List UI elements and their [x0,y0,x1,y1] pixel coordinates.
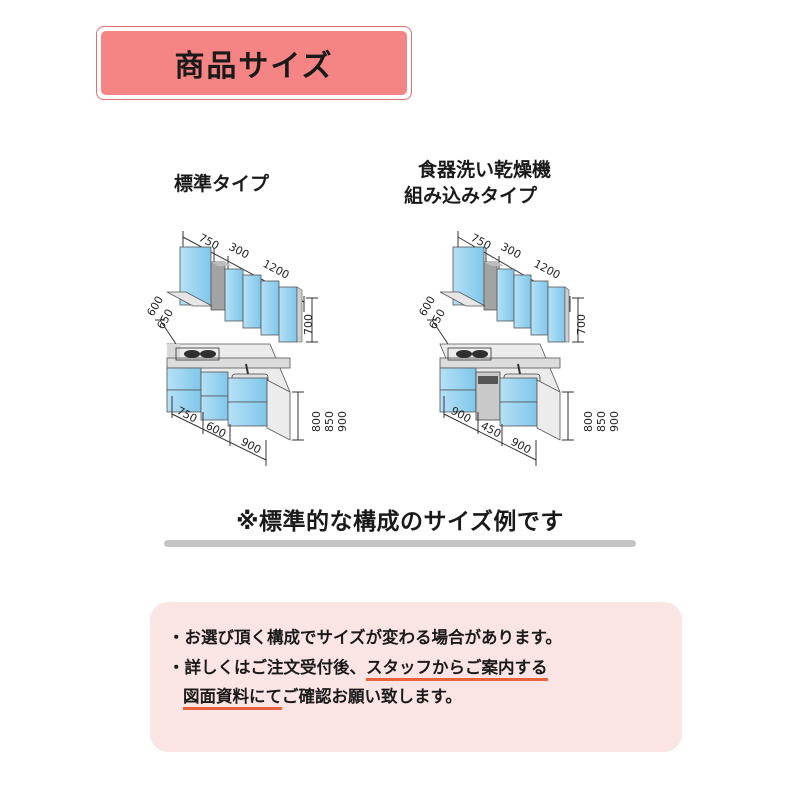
dw-base-height-1: 800 [582,411,595,432]
dw-upper-height: 700 [575,314,588,335]
dw-base-width-3: 900 [509,435,534,456]
std-upper-height: 700 [302,314,315,335]
info-line-1: ・お選び頂く構成でサイズが変わる場合があります。 [168,627,562,649]
std-upper-width-3: 1200 [261,257,292,282]
dw-upper-width-2: 300 [499,240,524,261]
info-line-3: 図面資料にてご確認お願い致します。 [183,686,462,710]
dw-base-height-3: 900 [608,411,621,432]
dishwasher-kitchen-diagram: 750 300 1200 700 600 650 900 450 900 800… [416,231,621,466]
dishwasher-type-label-line1: 食器洗い乾燥機 [418,159,552,181]
dw-upper-width-3: 1200 [532,257,563,282]
standard-kitchen-diagram: 750 300 1200 700 600 650 750 600 900 800… [144,231,349,466]
info-line-2: ・詳しくはご注文受付後、スタッフからご案内する [168,657,548,681]
std-base-width-3: 900 [239,435,264,456]
bullet: ・ [168,628,185,647]
info-text-3: ご確認お願い致します。 [282,687,462,706]
title-box: 商品サイズ [96,26,412,100]
standard-upper-cabinets [166,246,303,343]
dw-base-height-2: 850 [595,411,608,432]
page-title: 商品サイズ [101,31,407,95]
info-text-2-underlined: スタッフからご案内する [366,658,548,681]
dishwasher-base-cabinets [439,343,561,441]
dishwasher-upper-cabinets [439,246,570,343]
info-text-3-underlined: 図面資料にて [183,687,282,710]
info-text-2: 詳しくはご注文受付後、 [184,658,367,677]
dishwasher-type-label-line2: 組み込みタイプ [404,185,538,207]
std-base-height-2: 850 [323,411,336,432]
std-base-height-1: 800 [310,411,323,432]
info-box [150,602,682,752]
bullet: ・ [168,658,185,677]
standard-base-cabinets [166,343,291,441]
std-upper-width-2: 300 [227,240,252,261]
std-base-height-3: 900 [336,411,349,432]
standard-type-label: 標準タイプ [174,173,270,195]
std-base-width-2: 600 [204,419,229,440]
divider [164,540,636,547]
size-example-note: ※標準的な構成のサイズ例です [236,509,564,535]
info-text-1: お選び頂く構成でサイズが変わる場合があります。 [184,628,562,647]
